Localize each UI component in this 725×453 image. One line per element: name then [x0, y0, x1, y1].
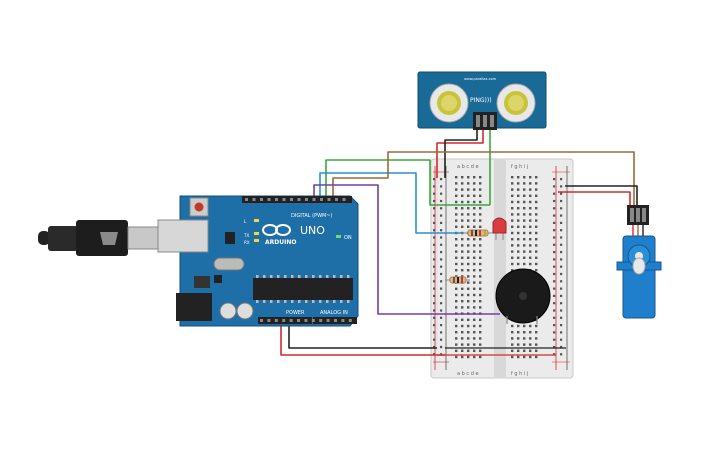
wire-5v: [280, 322, 445, 356]
wire-gnd: [288, 322, 437, 349]
voltage-regulator: [194, 276, 210, 288]
breadboard-col-labels-top-right: f g h i j: [511, 164, 528, 170]
servo-motor[interactable]: [616, 205, 662, 319]
sensor-label: PING))): [470, 97, 492, 104]
wire-blue-led: [319, 172, 462, 234]
digital-header: [242, 196, 352, 203]
resistor-buzzer[interactable]: [445, 276, 470, 284]
reset-button-cap[interactable]: [194, 202, 204, 212]
breadboard[interactable]: a b c d e f g h i j a b c d e f g h i j: [430, 158, 574, 379]
crystal: [213, 257, 245, 271]
transducer-left-inner: [441, 95, 457, 111]
digital-label: DIGITAL (PWM~): [291, 213, 333, 219]
l-led: [254, 219, 259, 222]
rx-led: [254, 239, 259, 242]
wire-sensor-gnd: [444, 130, 478, 178]
digital-pins: [245, 198, 346, 201]
on-label: ON: [344, 235, 352, 241]
wire-green-pin: [325, 159, 490, 206]
wire-brown-servo: [332, 151, 635, 205]
arduino-board[interactable]: DIGITAL (PWM~) POWER ANALOG IN ON TX RX …: [157, 195, 359, 327]
piezo-buzzer[interactable]: [495, 268, 551, 324]
power-pins: [260, 319, 352, 322]
wires: [280, 130, 638, 356]
arduino-infinity-logo: [262, 224, 291, 236]
wire-servo-vcc: [558, 191, 631, 205]
on-led: [336, 235, 341, 238]
rx-label: RX: [244, 240, 250, 245]
power-jack: [176, 293, 212, 321]
icsp-header: [214, 275, 222, 283]
l-label: L: [244, 219, 247, 224]
sensor-url: www.parallax.com: [464, 77, 497, 81]
red-led[interactable]: [492, 217, 507, 240]
breadboard-holes: [433, 176, 563, 359]
tx-label: TX: [243, 233, 249, 238]
breadboard-col-labels-top: a b c d e: [457, 164, 479, 170]
analog-label: ANALOG IN: [320, 310, 348, 316]
resistor-led[interactable]: [462, 229, 496, 237]
breadboard-col-labels-bottom: a b c d e: [457, 371, 479, 377]
usb-port: [157, 219, 209, 253]
breadboard-col-labels-bottom-right: f g h i j: [511, 371, 528, 377]
usb-cable: [38, 220, 159, 256]
ultrasonic-sensor[interactable]: PING))) www.parallax.com: [417, 71, 547, 130]
wire-sensor-vcc: [436, 130, 484, 178]
power-label: POWER: [286, 310, 305, 316]
transducer-right-inner: [508, 95, 524, 111]
wire-purple-buzzer: [313, 184, 500, 315]
atmega-pins: [256, 275, 350, 303]
wire-servo-gnd: [565, 185, 638, 205]
usb-chip: [225, 232, 235, 244]
tx-led: [254, 232, 259, 235]
atmega-chip: [253, 278, 353, 300]
capacitor-2: [236, 302, 254, 320]
arduino-model: UNO: [300, 224, 325, 237]
arduino-logo-text: ARDUINO: [265, 239, 296, 246]
capacitor-1: [219, 302, 237, 320]
